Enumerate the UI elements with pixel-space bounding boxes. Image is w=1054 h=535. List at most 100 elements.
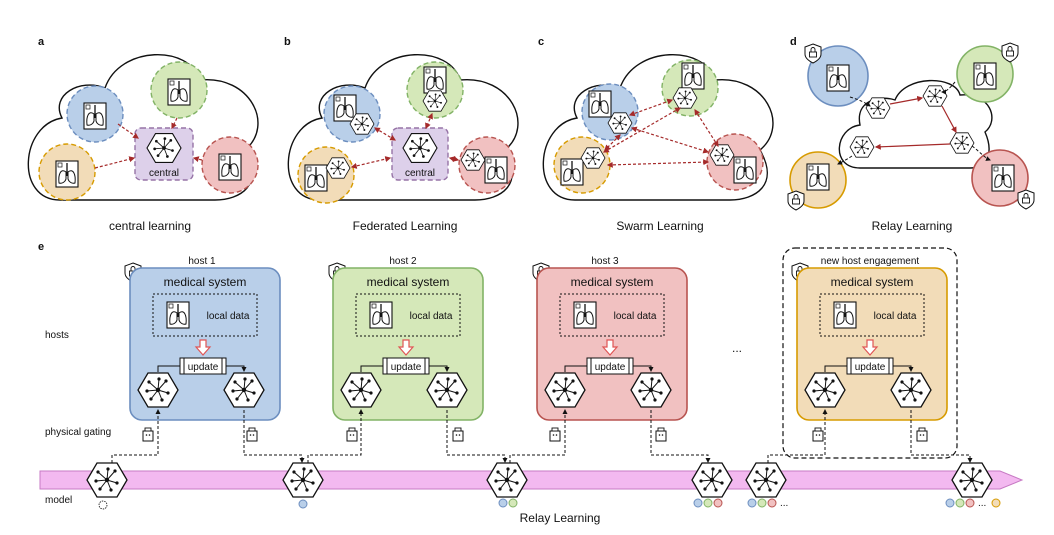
local-data-box [559,293,665,337]
dot-red [767,498,777,508]
panel-a-letter: a [38,36,45,48]
model-ellipsis: ... [978,498,986,509]
xray-lungs-icon [833,301,857,329]
host-title: host 3 [591,256,619,267]
new-host-engagement-frame [782,247,958,459]
local-data-label: local data [207,311,250,322]
host-title: host 1 [188,256,216,267]
panel-d-letter: d [790,36,797,48]
panel-e-letter: e [38,241,44,253]
hosts-ellipsis: ... [732,341,742,355]
dot-green [757,498,767,508]
dot-red [965,498,975,508]
neural-network-hexagon-icon [951,462,993,498]
relay-arrow [39,470,1024,490]
neural-network-hexagon-icon [486,462,528,498]
panel-c: c Swarm Learning [538,36,774,233]
system-label: medical system [831,275,914,289]
xray-lungs-icon [560,158,584,186]
row-label-model: model [45,495,72,506]
down-arrow [397,339,415,356]
system-label: medical system [367,275,450,289]
dot-green [508,498,518,508]
dot-red [713,498,723,508]
local-data-box [355,293,461,337]
update-label: update [595,362,626,373]
usb-key-icon [142,427,154,442]
host-1: host 1 medical system local data update [124,256,281,421]
usb-key-icon [549,427,561,442]
empty-dot [98,500,108,510]
panel-e: e hosts physical gating model host 1 med… [38,241,1024,525]
dot-orange [991,498,1001,508]
model-ellipsis: ... [780,498,788,509]
usb-key-icon [916,427,928,442]
central-label: central [405,168,435,179]
relay-learning-footer: Relay Learning [520,511,601,525]
xray-lungs-icon [55,160,79,188]
xray-lungs-icon [218,153,242,181]
panel-b: b central Federated Learning [284,36,519,233]
lock-shield-icon [1017,189,1035,210]
host-title: host 2 [389,256,417,267]
dot-green [703,498,713,508]
usb-key-icon [452,427,464,442]
lock-shield-icon [787,190,805,211]
usb-key-icon [655,427,667,442]
panel-d: d Relay Learning [787,36,1035,233]
usb-key-icon [246,427,258,442]
dot-blue [298,499,308,509]
xray-lungs-icon [83,102,107,130]
update-label: update [188,362,219,373]
xray-lungs-icon [484,156,508,184]
panel-b-letter: b [284,36,291,48]
panel-a: a central central learning [27,36,259,233]
local-data-label: local data [614,311,657,322]
panel-a-caption: central learning [109,219,191,233]
xray-lungs-icon [826,64,850,92]
panel-d-caption: Relay Learning [872,219,953,233]
host-3: host 3 medical system local data update [532,256,688,421]
dot-blue [693,498,703,508]
panel-b-caption: Federated Learning [353,219,458,233]
xray-lungs-icon [423,66,447,94]
xray-lungs-icon [973,62,997,90]
xray-lungs-icon [369,301,393,329]
dot-green [955,498,965,508]
host-2: host 2 medical system local data update [328,256,484,421]
xray-lungs-icon [333,94,357,122]
xray-lungs-icon [991,164,1015,192]
usb-key-icon [346,427,358,442]
neural-network-hexagon-icon [745,462,787,498]
xray-lungs-icon [304,164,328,192]
local-data-label: local data [874,311,917,322]
local-data-label: local data [410,311,453,322]
local-data-box [819,293,925,337]
dot-blue [498,498,508,508]
down-arrow [194,339,212,356]
down-arrow [861,339,879,356]
update-label: update [855,362,886,373]
row-label-gating: physical gating [45,427,111,438]
system-label: medical system [164,275,247,289]
central-label: central [149,168,179,179]
panel-c-caption: Swarm Learning [616,219,703,233]
update-label: update [391,362,422,373]
host-title: new host engagement [821,256,920,267]
xray-lungs-icon [166,301,190,329]
dot-blue [747,498,757,508]
host-new: new host engagement medical system local… [791,256,948,421]
system-label: medical system [571,275,654,289]
neural-network-hexagon-icon [691,462,733,498]
xray-lungs-icon [588,90,612,118]
xray-lungs-icon [681,62,705,90]
row-label-hosts: hosts [45,330,69,341]
local-data-box [152,293,258,337]
dot-blue [945,498,955,508]
usb-key-icon [812,427,824,442]
panel-c-letter: c [538,36,544,48]
neural-network-hexagon-icon [86,462,128,498]
down-arrow [601,339,619,356]
xray-lungs-icon [167,78,191,106]
